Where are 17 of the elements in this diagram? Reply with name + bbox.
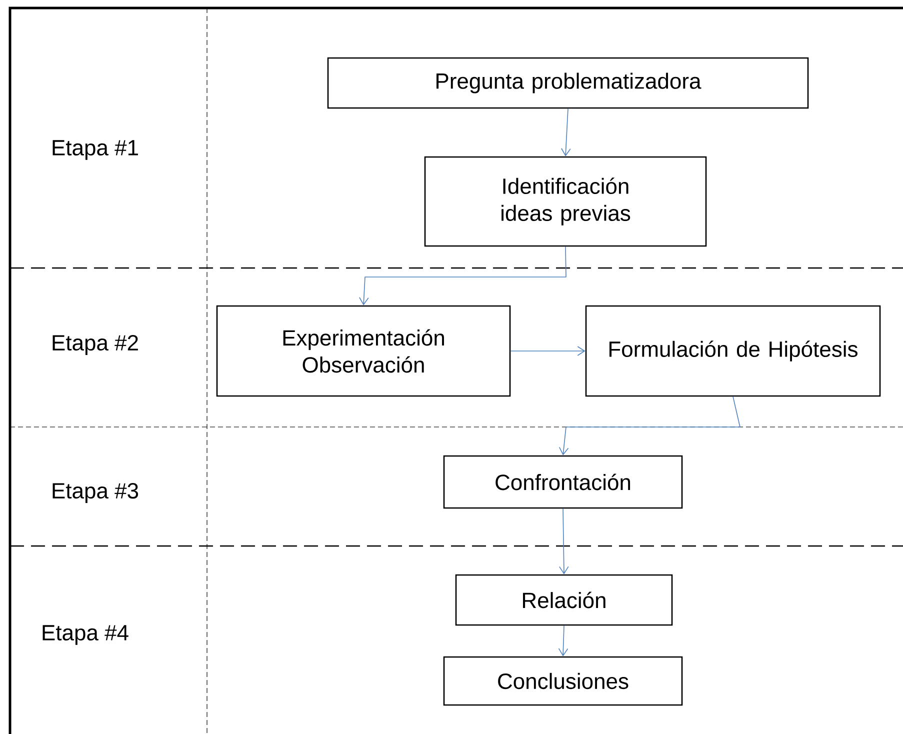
- arrow: [558, 396, 740, 456]
- process-box: Identificación ideas previas: [424, 156, 707, 247]
- stage-label: Etapa #4: [42, 625, 128, 645]
- process-box: Pregunta problematizadora: [327, 57, 809, 109]
- process-box: Relación: [455, 574, 673, 626]
- process-box: Confrontación: [443, 455, 683, 509]
- arrow: [510, 346, 586, 356]
- process-box: Conclusiones: [443, 656, 683, 706]
- stage-label: Etapa #1: [52, 140, 138, 160]
- process-box: Experimentación Observación: [216, 305, 511, 397]
- process-box: Formulación de Hipótesis: [585, 305, 881, 397]
- arrow: [558, 625, 568, 656]
- arrow: [561, 108, 571, 156]
- arrow: [359, 246, 566, 306]
- stage-label: Etapa #2: [52, 335, 138, 355]
- stage-label: Etapa #3: [52, 483, 138, 503]
- arrow: [558, 508, 569, 574]
